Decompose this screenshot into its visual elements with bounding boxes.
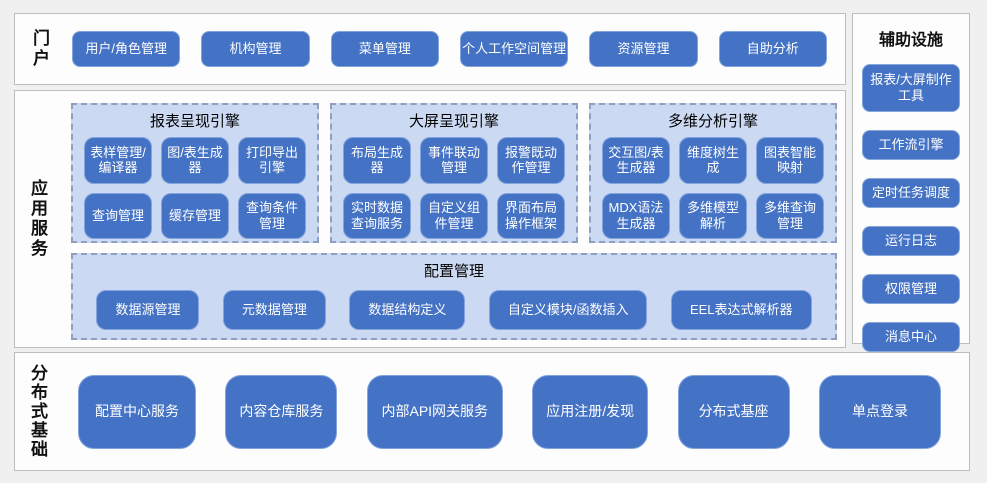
portal-button-row: 用户/角色管理 机构管理 菜单管理 个人工作空间管理 资源管理 自助分析 xyxy=(72,31,827,67)
node-mdx-syntax-generator: MDX语法生成器 xyxy=(602,192,670,239)
report-engine-grid: 表样管理/编译器 图/表生成器 打印导出引擎 查询管理 缓存管理 查询条件管理 xyxy=(84,137,306,239)
node-print-export-engine: 打印导出引擎 xyxy=(238,137,306,184)
bigscreen-engine-title: 大屏呈现引擎 xyxy=(408,113,499,130)
portal-section: 门户 用户/角色管理 机构管理 菜单管理 个人工作空间管理 资源管理 自助分析 xyxy=(14,13,846,85)
node-dimension-tree-generation: 维度树生成 xyxy=(679,137,747,184)
node-interactive-chart-generator: 交互图/表生成器 xyxy=(602,137,670,184)
portal-node-user-role-mgmt: 用户/角色管理 xyxy=(72,31,181,67)
portal-section-label: 门户 xyxy=(30,29,49,69)
node-workflow-engine: 工作流引擎 xyxy=(862,130,960,160)
distributed-foundation-label: 分布式基础 xyxy=(28,364,47,459)
node-chart-table-generator: 图/表生成器 xyxy=(161,137,229,184)
report-engine-title: 报表呈现引擎 xyxy=(149,113,240,130)
config-mgmt-title: 配置管理 xyxy=(423,263,484,280)
node-config-center-service: 配置中心服务 xyxy=(78,374,196,449)
olap-engine-group: 多维分析引擎 交互图/表生成器 维度树生成 图表智能映射 MDX语法生成器 多维… xyxy=(589,103,837,243)
node-single-sign-on: 单点登录 xyxy=(818,374,941,449)
node-custom-component-mgmt: 自定义组件管理 xyxy=(420,192,488,239)
node-custom-module-function-insert: 自定义模块/函数插入 xyxy=(488,290,648,330)
node-style-mgmt-compiler: 表样管理/编译器 xyxy=(84,137,152,184)
node-chart-smart-mapping: 图表智能映射 xyxy=(756,137,824,184)
node-data-structure-definition: 数据结构定义 xyxy=(349,290,466,330)
node-ui-layout-framework: 界面布局操作框架 xyxy=(497,192,565,239)
distributed-button-row: 配置中心服务 内容仓库服务 内部API网关服务 应用注册/发现 分布式基座 单点… xyxy=(78,374,941,449)
node-scheduled-task-scheduling: 定时任务调度 xyxy=(862,178,960,208)
app-services-section: 应用服务 报表呈现引擎 表样管理/编译器 图/表生成器 打印导出引擎 查询管理 … xyxy=(14,90,846,348)
portal-node-self-service-analysis: 自助分析 xyxy=(718,31,827,67)
engine-groups: 报表呈现引擎 表样管理/编译器 图/表生成器 打印导出引擎 查询管理 缓存管理 … xyxy=(71,103,837,243)
node-alarm-action-mgmt: 报警既动作管理 xyxy=(497,137,565,184)
bigscreen-engine-group: 大屏呈现引擎 布局生成器 事件联动管理 报警既动作管理 实时数据查询服务 自定义… xyxy=(330,103,578,243)
node-distributed-base: 分布式基座 xyxy=(677,374,790,449)
bigscreen-engine-grid: 布局生成器 事件联动管理 报警既动作管理 实时数据查询服务 自定义组件管理 界面… xyxy=(343,137,565,239)
config-mgmt-group: 配置管理 数据源管理 元数据管理 数据结构定义 自定义模块/函数插入 EEL表达… xyxy=(71,253,837,340)
node-multidim-model-parsing: 多维模型解析 xyxy=(679,192,747,239)
node-layout-generator: 布局生成器 xyxy=(343,137,411,184)
olap-engine-grid: 交互图/表生成器 维度树生成 图表智能映射 MDX语法生成器 多维模型解析 多维… xyxy=(602,137,824,239)
config-mgmt-row: 数据源管理 元数据管理 数据结构定义 自定义模块/函数插入 EEL表达式解析器 xyxy=(73,290,835,330)
portal-node-menu-mgmt: 菜单管理 xyxy=(330,31,439,67)
node-query-condition-mgmt: 查询条件管理 xyxy=(238,192,306,239)
node-content-repository-service: 内容仓库服务 xyxy=(225,374,338,449)
node-cache-mgmt: 缓存管理 xyxy=(161,192,229,239)
node-permission-mgmt: 权限管理 xyxy=(862,274,960,304)
portal-node-org-mgmt: 机构管理 xyxy=(201,31,310,67)
node-metadata-mgmt: 元数据管理 xyxy=(222,290,326,330)
report-engine-group: 报表呈现引擎 表样管理/编译器 图/表生成器 打印导出引擎 查询管理 缓存管理 … xyxy=(71,103,319,243)
node-internal-api-gateway-service: 内部API网关服务 xyxy=(366,374,503,449)
node-query-mgmt: 查询管理 xyxy=(84,192,152,239)
node-realtime-data-query-service: 实时数据查询服务 xyxy=(343,192,411,239)
aux-facilities-section: 辅助设施 报表/大屏制作工具 工作流引擎 定时任务调度 运行日志 权限管理 消息… xyxy=(852,13,970,352)
portal-node-resource-mgmt: 资源管理 xyxy=(589,31,698,67)
node-event-linkage-mgmt: 事件联动管理 xyxy=(420,137,488,184)
olap-engine-title: 多维分析引擎 xyxy=(667,113,758,130)
aux-facilities-title: 辅助设施 xyxy=(878,32,943,49)
node-run-log: 运行日志 xyxy=(862,226,960,256)
node-eel-expression-parser: EEL表达式解析器 xyxy=(670,290,812,330)
portal-node-personal-workspace-mgmt: 个人工作空间管理 xyxy=(459,31,569,67)
node-datasource-mgmt: 数据源管理 xyxy=(96,290,200,330)
distributed-foundation-section: 分布式基础 配置中心服务 内容仓库服务 内部API网关服务 应用注册/发现 分布… xyxy=(14,352,970,471)
node-report-bigscreen-authoring-tool: 报表/大屏制作工具 xyxy=(862,64,960,112)
node-app-registration-discovery: 应用注册/发现 xyxy=(532,374,649,449)
node-multidim-query-mgmt: 多维查询管理 xyxy=(756,192,824,239)
app-services-section-label: 应用服务 xyxy=(28,179,47,259)
node-message-center: 消息中心 xyxy=(862,322,960,352)
